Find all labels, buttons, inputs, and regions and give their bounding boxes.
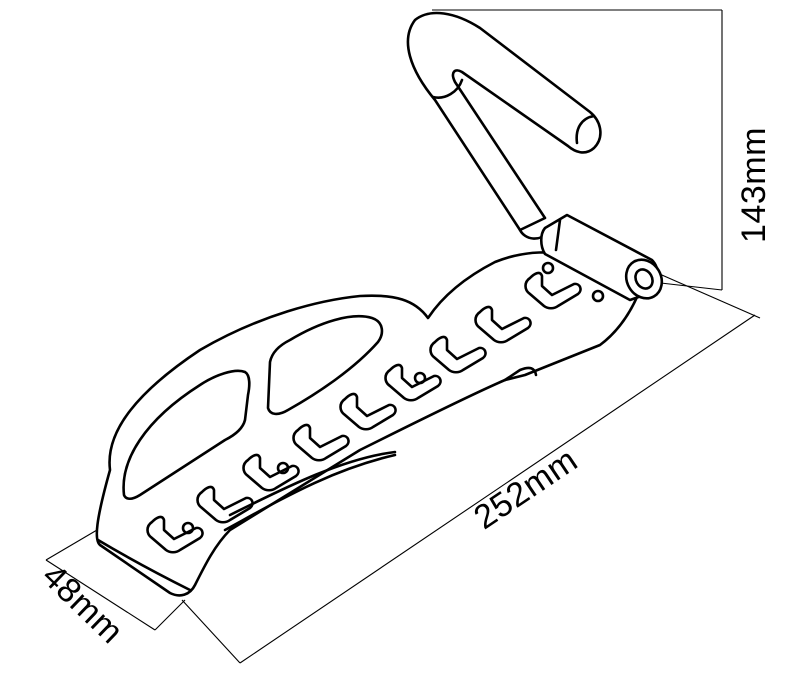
hinge-cylinder: [539, 213, 664, 302]
base-plate: [95, 251, 642, 597]
cutout-left-window: [122, 369, 251, 501]
chevron-slot: [292, 423, 350, 462]
width-extension-back: [45, 529, 98, 561]
chevron-slot: [196, 485, 254, 524]
height-label: 143mm: [735, 127, 773, 243]
screw-hole-1: [541, 261, 555, 275]
hook-rod-body: [406, 11, 602, 232]
cutout-right-window: [266, 314, 384, 416]
hinge-edge: [554, 218, 562, 252]
hinge-bore: [634, 268, 654, 290]
hook-bend-seam: [431, 78, 464, 99]
base-plate-outline: [95, 251, 642, 597]
hook-rod: [406, 11, 602, 240]
width-dimension-line: [45, 559, 156, 631]
front-lip-edge: [96, 538, 192, 592]
chevron-slot: [474, 305, 532, 344]
screw-hole-2: [591, 289, 605, 303]
dimension-lines: [45, 9, 761, 664]
side-rail-top: [223, 453, 397, 532]
chevron-slot: [146, 515, 204, 554]
chevron-slot: [384, 363, 442, 402]
length-extension-left: [181, 599, 241, 664]
chevron-slot: [242, 453, 300, 492]
chevron-slot: [429, 335, 487, 374]
hinge-end-cap: [624, 258, 664, 300]
length-dimension-line: [239, 314, 756, 664]
rail-end: [503, 366, 538, 382]
chevron-slot: [339, 392, 397, 431]
width-extension-front: [154, 599, 186, 631]
hook-tip-cap: [575, 114, 596, 145]
chevron-slot: [524, 271, 582, 310]
chevron-slots: [146, 271, 582, 554]
length-label: 252mm: [467, 441, 584, 537]
length-extension-right: [654, 271, 761, 319]
width-label: 48mm: [35, 557, 131, 651]
